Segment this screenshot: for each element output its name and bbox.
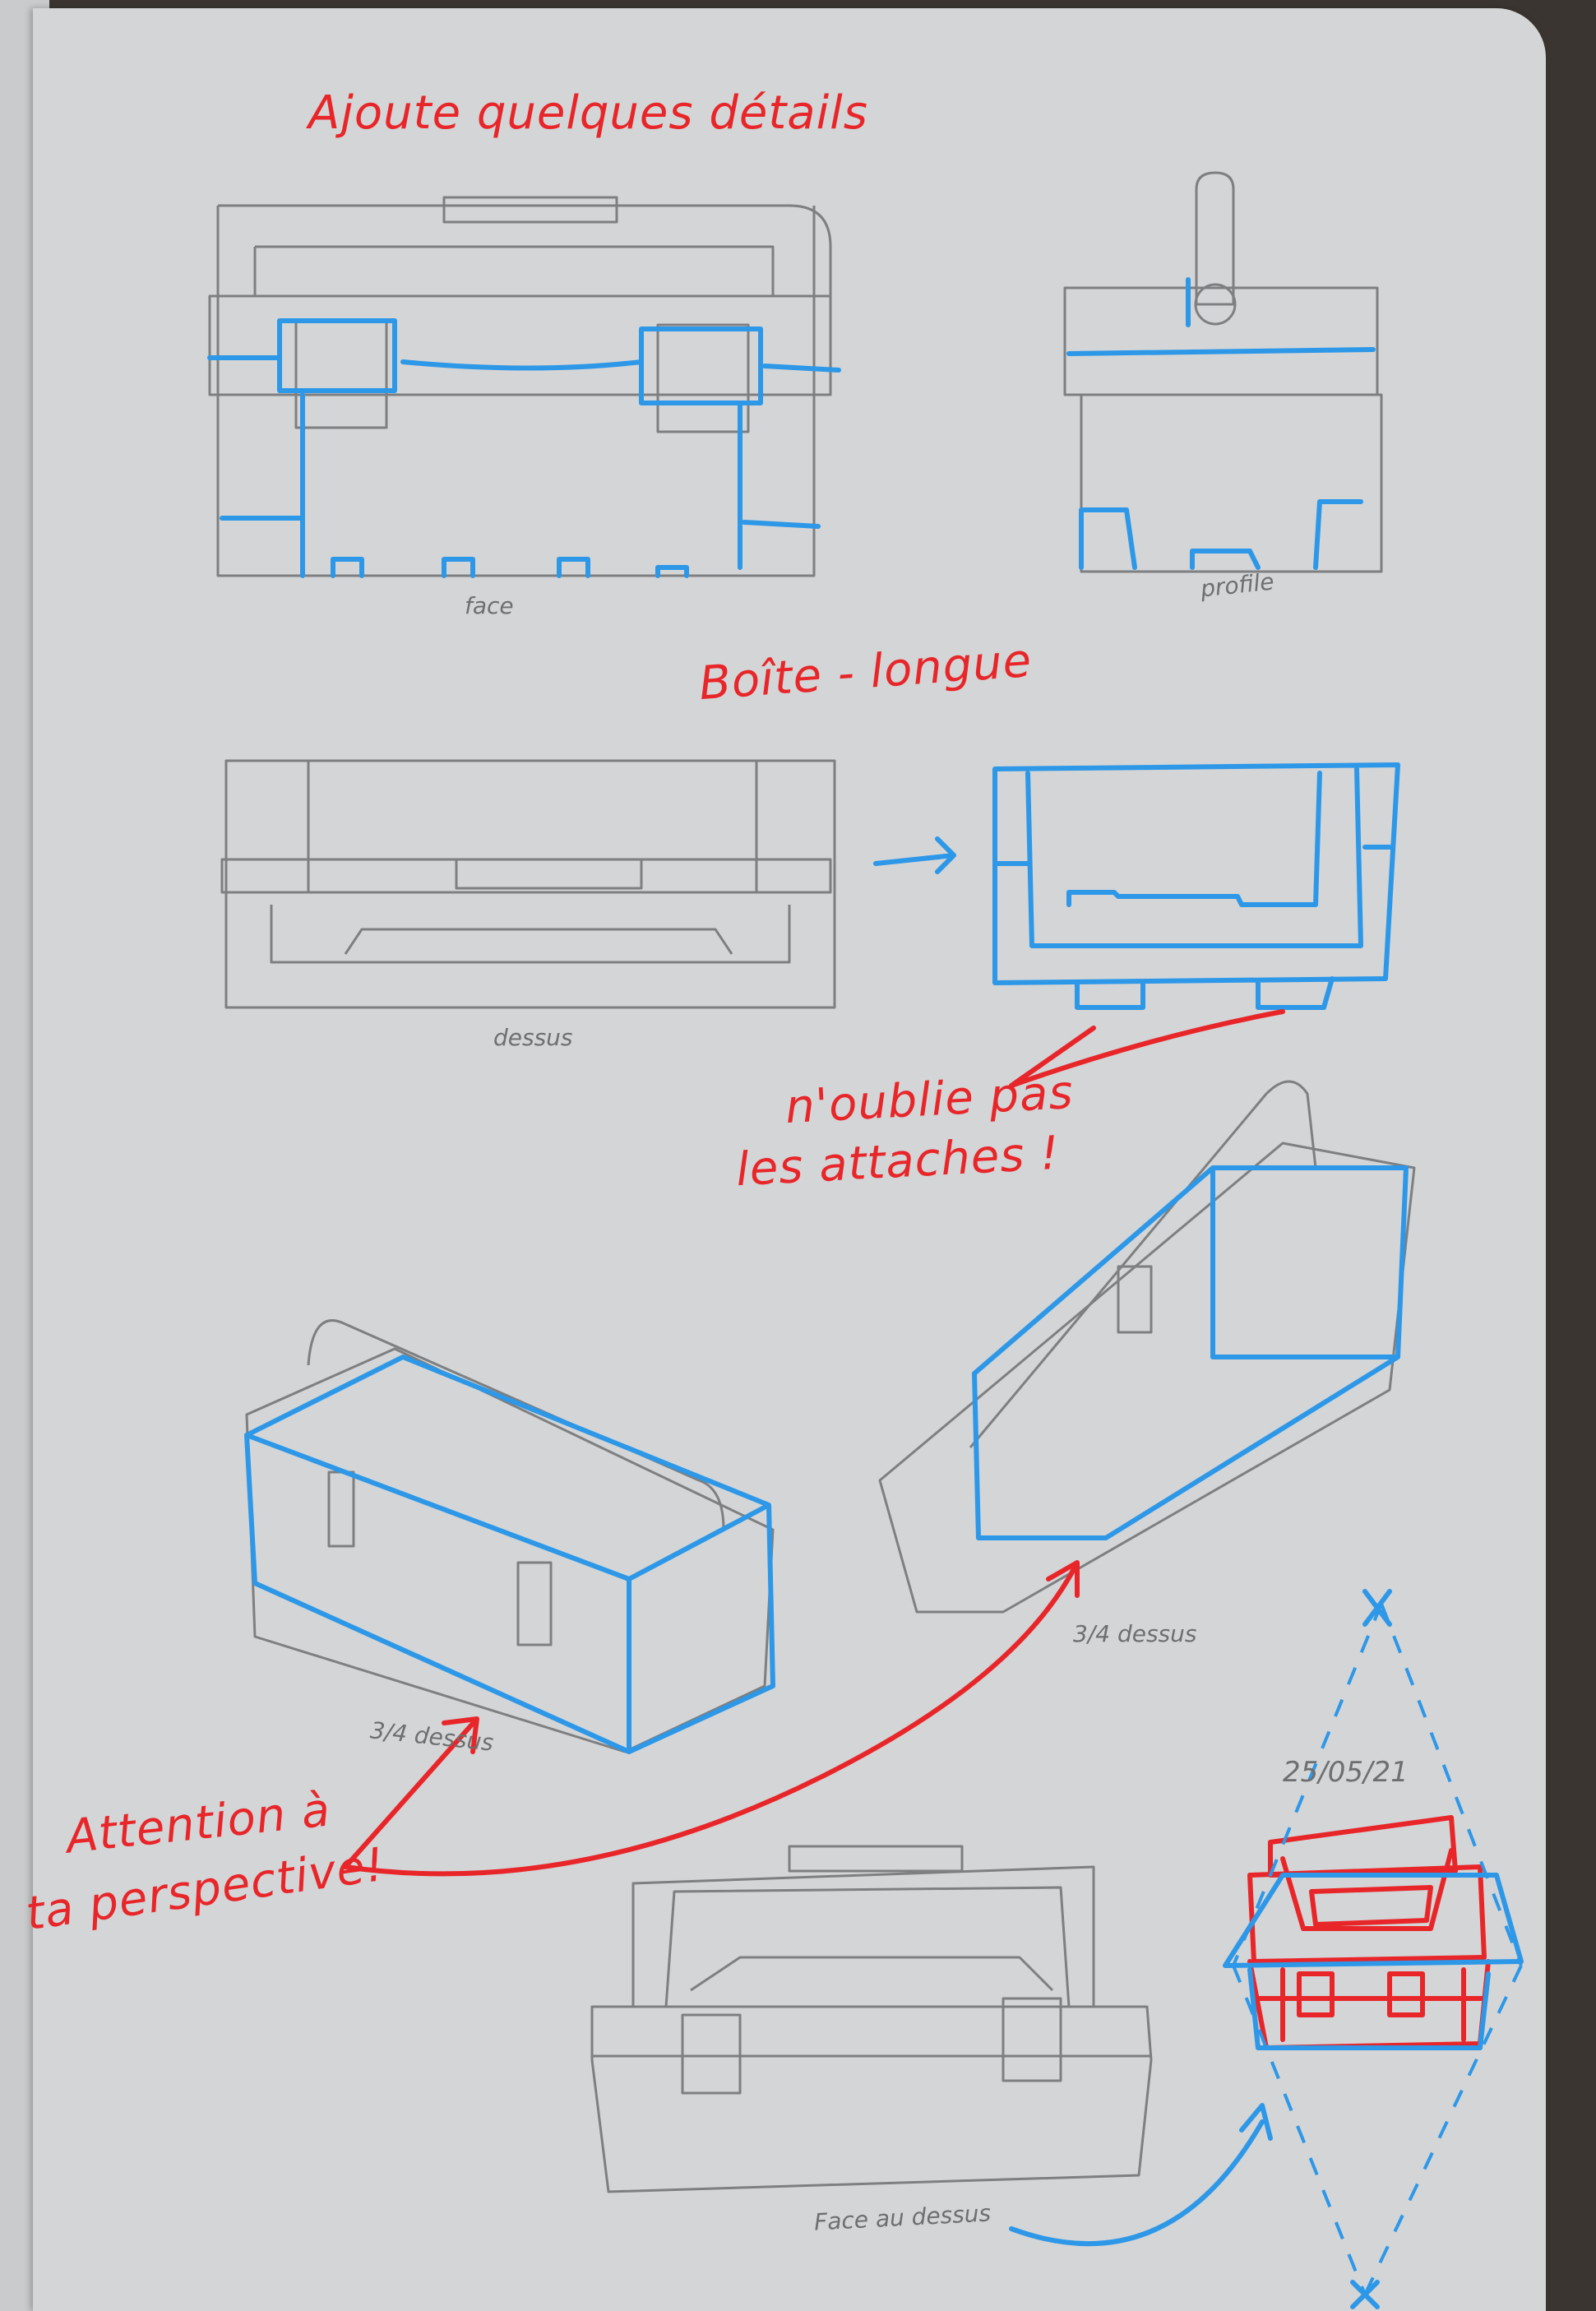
vanishing-point-bottom [1350,2280,1380,2309]
three-quarter-right-sketch [878,1080,1416,1614]
front-view-sketch [207,196,841,578]
vanishing-point-top [1362,1589,1392,1627]
front-top-view-sketch [590,1845,1153,2193]
three-quarter-left-sketch [244,1319,775,1754]
profile-view-sketch [1063,171,1383,573]
label-top-view: dessus [493,1024,573,1051]
annotation-arrows [343,1009,1285,2247]
label-front-view: face [465,592,514,619]
label-three-quarter-right: 3/4 dessus [1073,1620,1197,1647]
annotation-add-details: Ajoute quelques détails [308,86,868,140]
perspective-thumbnail [1223,1589,1524,2309]
sketch-date: 25/05/21 [1283,1756,1409,1789]
top-view-sketch [220,759,1400,1010]
